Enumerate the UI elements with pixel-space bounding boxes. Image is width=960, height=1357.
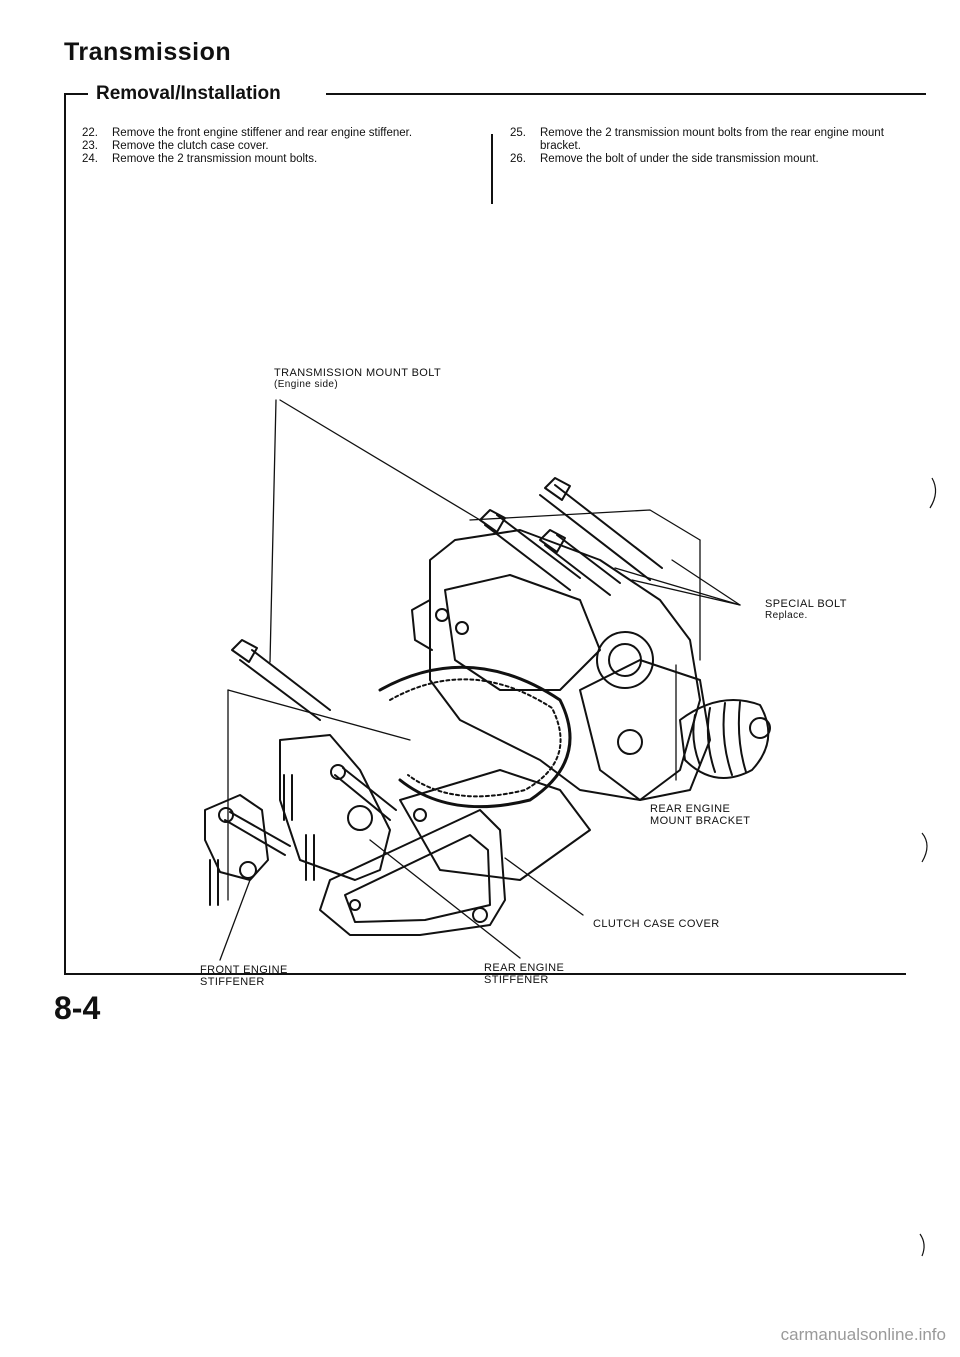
- page-number: 8-4: [54, 990, 101, 1026]
- leader-special-bolt-2: [631, 579, 741, 606]
- section-rule-vertical: [64, 93, 66, 973]
- clutch-housing: [399, 769, 591, 881]
- step-25: 25. Remove the 2 transmission mount bolts…: [510, 127, 910, 153]
- step-number: 22.: [82, 127, 98, 139]
- front-engine-stiffener-part: [204, 794, 269, 881]
- step-22: 22. Remove the front engine stiffener and…: [82, 127, 474, 140]
- callout-rear-engine-stiffener: REAR ENGINE STIFFENER: [484, 962, 565, 986]
- steps-left-column: 22. Remove the front engine stiffener and…: [82, 127, 474, 166]
- step-24: 24. Remove the 2 transmission mount bolts…: [82, 153, 474, 166]
- step-23: 23. Remove the clutch case cover.: [82, 140, 474, 153]
- stiffener-bolts: [209, 764, 427, 906]
- step-text: Remove the 2 transmission mount bolts.: [112, 153, 318, 165]
- leader-mount-bolt-1: [279, 399, 481, 521]
- leader-special-bolt-3: [671, 559, 741, 606]
- shift-rod-boot: [679, 699, 770, 779]
- section-rule-top-left: [64, 93, 88, 95]
- step-number: 25.: [510, 127, 526, 139]
- section-rule-top-right: [326, 93, 926, 95]
- flywheel-ring-gear: [378, 665, 572, 809]
- case-bore: [596, 631, 654, 689]
- leader-front-stiffener: [219, 879, 251, 961]
- bottom-rule: [64, 973, 906, 975]
- step-26: 26. Remove the bolt of under the side tra…: [510, 153, 910, 166]
- transmission-mount-bolts: [479, 477, 663, 596]
- step-number: 26.: [510, 153, 526, 165]
- section-title: Removal/Installation: [96, 83, 281, 104]
- watermark: carmanualsonline.info: [780, 1325, 946, 1344]
- steps-right-column: 25. Remove the 2 transmission mount bolts…: [510, 127, 910, 166]
- step-text: Remove the 2 transmission mount bolts fr…: [540, 127, 884, 152]
- column-divider: [491, 134, 493, 204]
- step-text: Remove the bolt of under the side transm…: [540, 153, 819, 165]
- callout-special-bolt: SPECIAL BOLT Replace.: [765, 598, 847, 621]
- callout-front-engine-stiffener: FRONT ENGINE STIFFENER: [200, 964, 288, 988]
- callout-rear-engine-mount-bracket: REAR ENGINE MOUNT BRACKET: [650, 803, 751, 827]
- leader-rear-stiffener: [369, 839, 521, 959]
- step-number: 24.: [82, 153, 98, 165]
- step-number: 23.: [82, 140, 98, 152]
- leader-mount-bolt-2: [269, 399, 277, 663]
- mount-bolt-loose: [231, 639, 331, 721]
- leader-clutch-cover: [504, 857, 584, 916]
- page-title: Transmission: [64, 38, 232, 66]
- transmission-case: [429, 529, 701, 801]
- callout-transmission-mount-bolt: TRANSMISSION MOUNT BOLT (Engine side): [274, 367, 442, 390]
- clutch-case-cover-part: [319, 809, 506, 936]
- rear-engine-stiffener-part: [279, 734, 391, 881]
- callout-clutch-case-cover: CLUTCH CASE COVER: [593, 918, 720, 930]
- leader-special-bolt-1: [614, 567, 741, 606]
- step-text: Remove the clutch case cover.: [112, 140, 269, 152]
- step-text: Remove the front engine stiffener and re…: [112, 127, 413, 139]
